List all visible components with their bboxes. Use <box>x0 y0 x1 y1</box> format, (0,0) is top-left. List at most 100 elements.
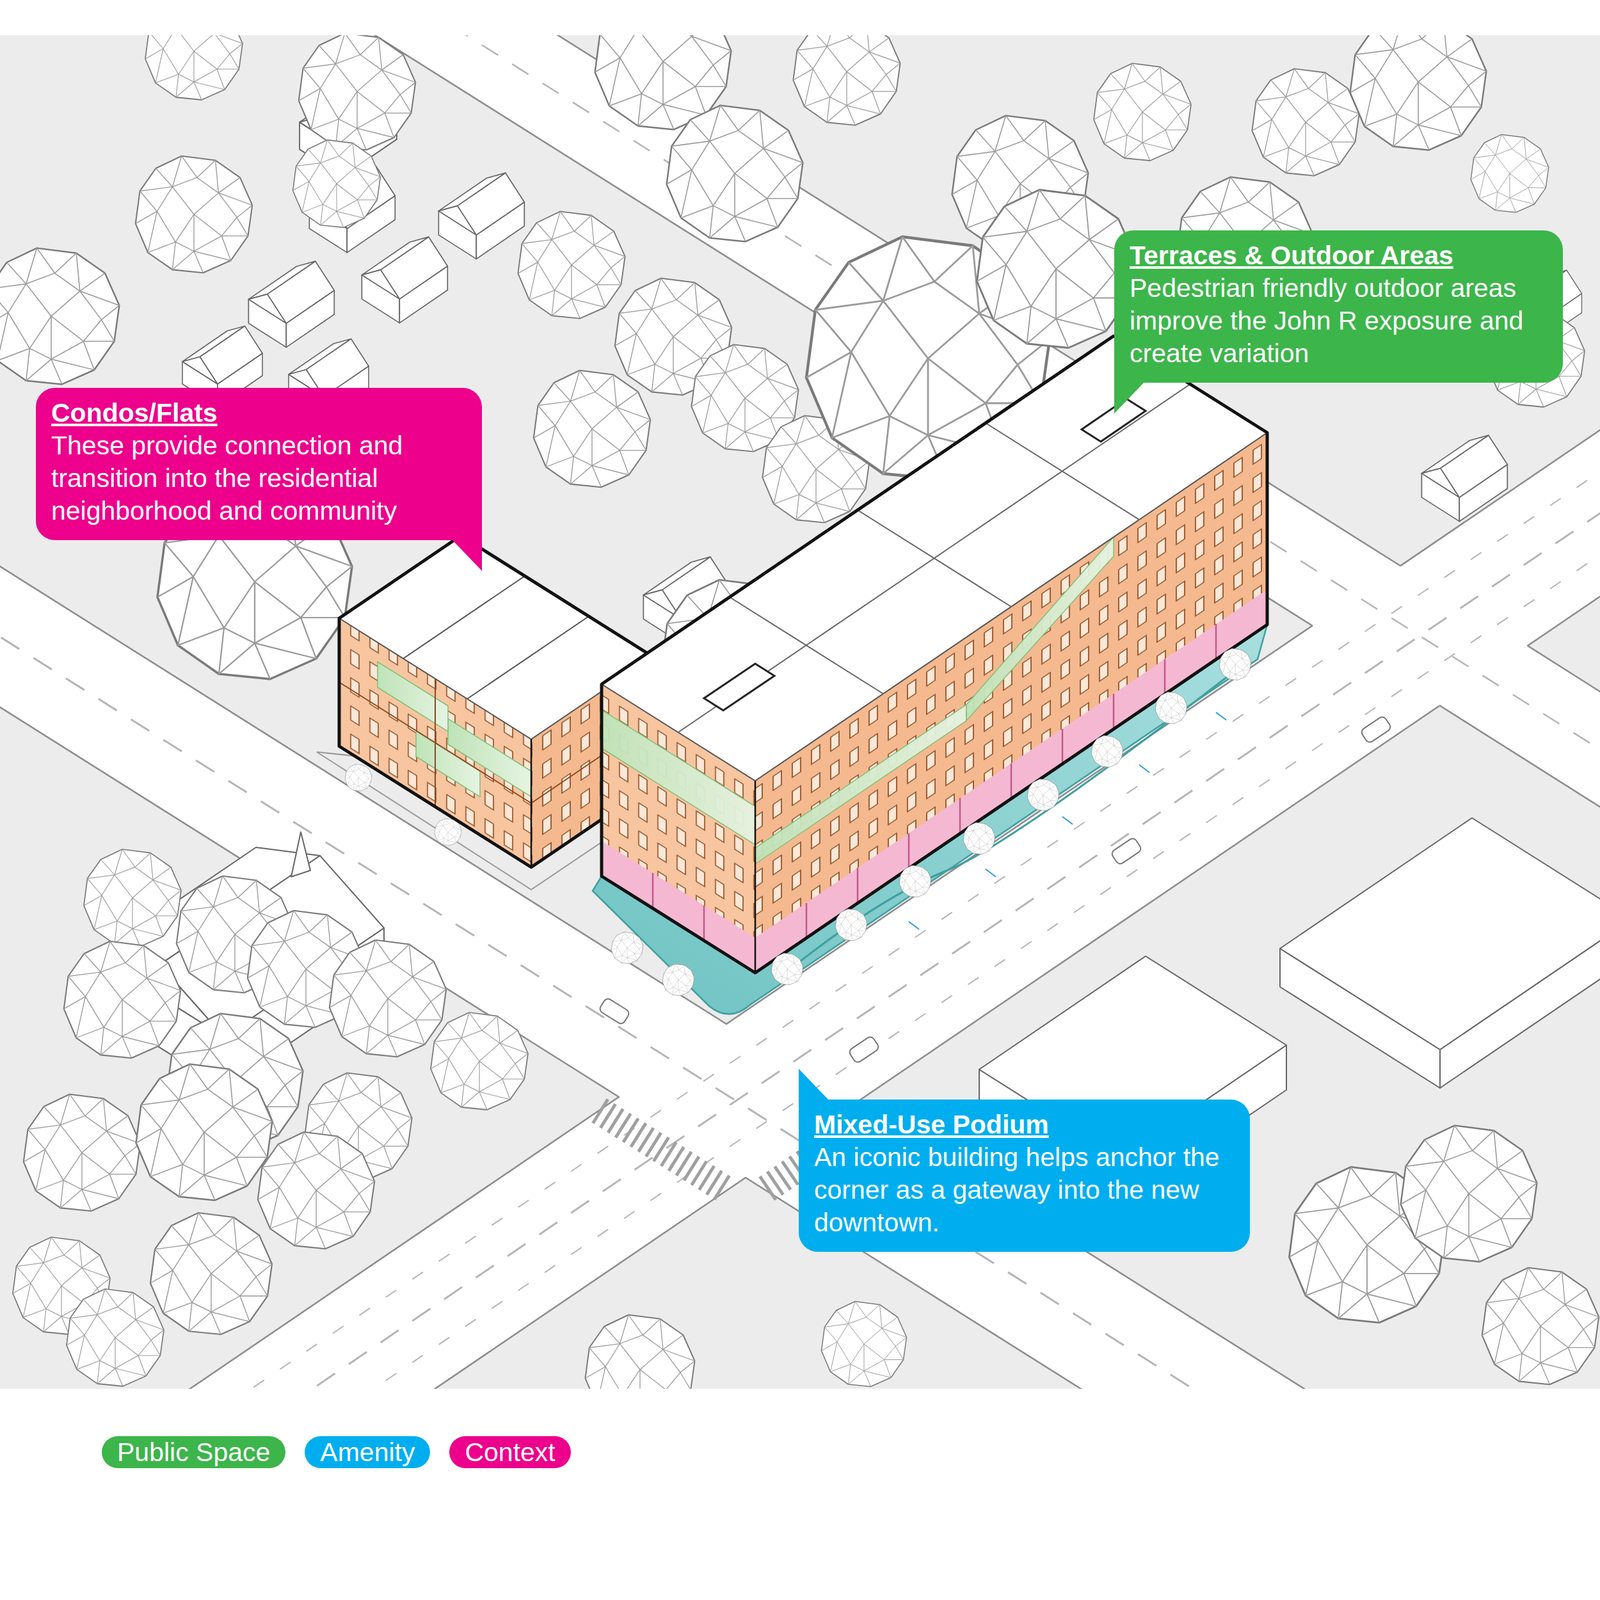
condo-building-part-part <box>467 616 589 699</box>
tree-part <box>430 1012 528 1110</box>
mixed-use-building-part-part <box>985 423 1140 520</box>
tree-part <box>1251 68 1359 176</box>
mixed-use-building-part <box>1081 398 1146 442</box>
tree-part <box>257 1132 375 1249</box>
callout-tail-shape <box>1114 381 1145 414</box>
tree-part <box>1400 1125 1538 1263</box>
car-part <box>848 1035 880 1065</box>
callout-heading: Terraces & Outdoor Areas <box>1129 239 1548 272</box>
lane-marking <box>0 35 1600 1389</box>
tree-part <box>821 1301 907 1387</box>
city-block-part <box>0 666 619 1389</box>
legend-text: Public Space <box>117 1437 271 1467</box>
legend-text: Context <box>464 1437 555 1467</box>
tree-part <box>23 1094 141 1211</box>
side-street <box>0 35 1600 848</box>
legend: Public Space Amenity Context <box>101 1436 571 1469</box>
mixed-use-building-part <box>704 663 775 711</box>
curb-line <box>0 35 1600 848</box>
callout-tail <box>1114 381 1151 415</box>
street-tree-part <box>1219 648 1251 680</box>
legend-text: Amenity <box>320 1437 415 1467</box>
tree-part <box>293 140 381 228</box>
car-part <box>1360 715 1392 745</box>
mixed-use-building-part <box>601 336 1268 973</box>
tree-part <box>329 940 447 1057</box>
tree-part <box>1350 35 1487 150</box>
callout-body: These provide connection and transition … <box>51 429 467 528</box>
street-tree-part <box>963 822 995 854</box>
legend-swatch: Context <box>449 1436 571 1469</box>
street-tree-part <box>344 764 372 792</box>
callout-box: Condos/FlatsThese provide connection and… <box>35 387 482 541</box>
tree-part <box>1470 134 1549 213</box>
street-tree-part <box>1091 735 1123 767</box>
parking-line-part <box>1139 764 1150 773</box>
tree-part <box>517 211 625 319</box>
street-tree-part <box>662 963 694 996</box>
tree-part <box>66 1288 164 1387</box>
condo-building-part <box>403 576 589 699</box>
tree <box>0 35 1599 1389</box>
mixed-use-building-part-part <box>857 510 1012 607</box>
tree-part <box>977 190 1136 349</box>
tree-part <box>666 105 804 242</box>
legend-swatch: Public Space <box>101 1436 286 1469</box>
parking-line-part <box>1216 712 1227 720</box>
tree-part <box>298 35 416 150</box>
mixed-use-building <box>601 336 1268 973</box>
condo-building-part-part <box>403 576 525 659</box>
tree-part <box>145 35 243 100</box>
mixed-use-building-part <box>678 384 1191 733</box>
parking-line-part <box>985 869 996 877</box>
callout-heading: Mixed-Use Podium <box>814 1108 1235 1142</box>
mixed-use-building-part <box>601 336 1268 781</box>
street-tree-part <box>1155 691 1187 724</box>
tree-part <box>1093 63 1192 161</box>
callout-tail-shape <box>451 538 482 571</box>
car-part <box>598 997 631 1026</box>
tree-part <box>150 1212 272 1335</box>
house-part <box>1421 435 1508 521</box>
car-part <box>1110 837 1143 866</box>
tree-part <box>83 849 182 947</box>
street-tree-part <box>434 818 462 846</box>
street-tree-part <box>899 865 931 897</box>
callout-box: Terraces & Outdoor AreasPedestrian frien… <box>1114 230 1563 383</box>
street-tree <box>344 648 1252 996</box>
street-tree-part <box>1027 778 1059 811</box>
parking-line-part <box>908 921 920 930</box>
callout-body: An iconic building helps anchor the corn… <box>814 1141 1235 1240</box>
house-part <box>248 261 335 347</box>
condo-building-part <box>530 739 533 868</box>
callout-body: Pedestrian friendly outdoor areas improv… <box>1129 272 1548 370</box>
mixed-use-building-part <box>601 840 756 973</box>
legend-swatch: Amenity <box>304 1436 431 1469</box>
tree-part <box>792 35 900 126</box>
neighbor-building-part <box>1280 817 1600 1050</box>
car <box>598 715 1392 1065</box>
site-ground <box>0 35 1600 1389</box>
church-part <box>291 832 311 877</box>
condo-building-part-part <box>434 678 436 807</box>
callout-tail <box>446 538 482 573</box>
house-part <box>438 172 525 259</box>
curb-line-part <box>1527 645 1600 733</box>
tree-part <box>585 1315 696 1390</box>
callout-tail-shape <box>798 1068 830 1101</box>
mixed-use-building-part <box>754 780 757 973</box>
callout-tail <box>798 1067 835 1101</box>
street-tree-part <box>835 908 867 941</box>
crosswalk-part <box>599 1110 727 1191</box>
house-part <box>361 236 448 323</box>
tree-part <box>533 370 651 488</box>
lane-marking-part <box>0 35 1600 790</box>
tree-part <box>1482 1267 1599 1385</box>
street-tree-part <box>771 952 803 985</box>
street-tree-part <box>611 931 643 964</box>
parking-line-part <box>1062 816 1073 825</box>
tree-part <box>135 156 253 273</box>
mixed-use-building-part-part <box>678 384 1191 733</box>
tree-part <box>136 1064 273 1201</box>
